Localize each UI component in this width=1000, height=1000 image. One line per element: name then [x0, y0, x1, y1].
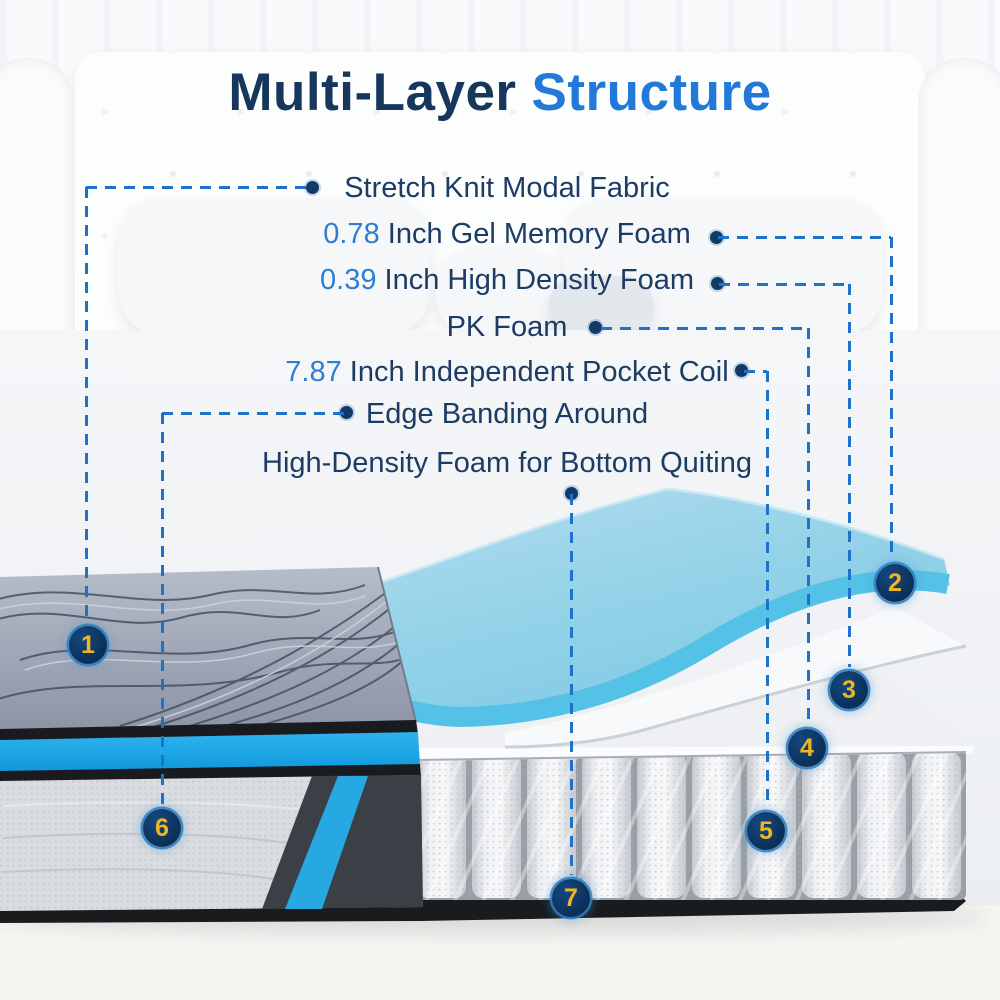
badge-6: 6 [143, 809, 181, 847]
pillow-center [436, 246, 564, 338]
badge-5: 5 [747, 812, 785, 850]
pocket-coils [414, 750, 966, 900]
badge-1: 1 [69, 626, 107, 664]
badge-4: 4 [788, 729, 826, 767]
label-gel-memory-foam: 0.78 Inch Gel Memory Foam [323, 218, 691, 250]
label-bottom-quilting: High-Density Foam for Bottom Quiting [262, 447, 752, 479]
corner-panel-blue-stripe [285, 776, 368, 909]
fabric-wave-pattern [0, 584, 416, 731]
gel-memory-foam-layer [370, 487, 950, 728]
label-high-density-foam: 0.39 Inch High Density Foam [320, 264, 694, 296]
title-part-1: Multi-Layer [228, 63, 517, 122]
badge-2: 2 [876, 564, 914, 602]
badge-7: 7 [552, 879, 590, 917]
blue-trim-stripe [0, 732, 420, 773]
mattress-base-board [0, 893, 966, 923]
title-part-2: Structure [531, 63, 772, 122]
top-seam-band [0, 720, 418, 742]
label-pocket-coil: 7.87 Inch Independent Pocket Coil [285, 356, 729, 388]
pillow-left [118, 198, 430, 334]
label-stretch-knit-fabric: Stretch Knit Modal Fabric [344, 172, 670, 204]
label-edge-banding: Edge Banding Around [365, 398, 649, 430]
label-pk-foam: PK Foam [446, 311, 568, 343]
stretch-knit-top-fabric [0, 567, 416, 731]
mattress-left-block [0, 566, 423, 911]
badge-3: 3 [830, 671, 868, 709]
